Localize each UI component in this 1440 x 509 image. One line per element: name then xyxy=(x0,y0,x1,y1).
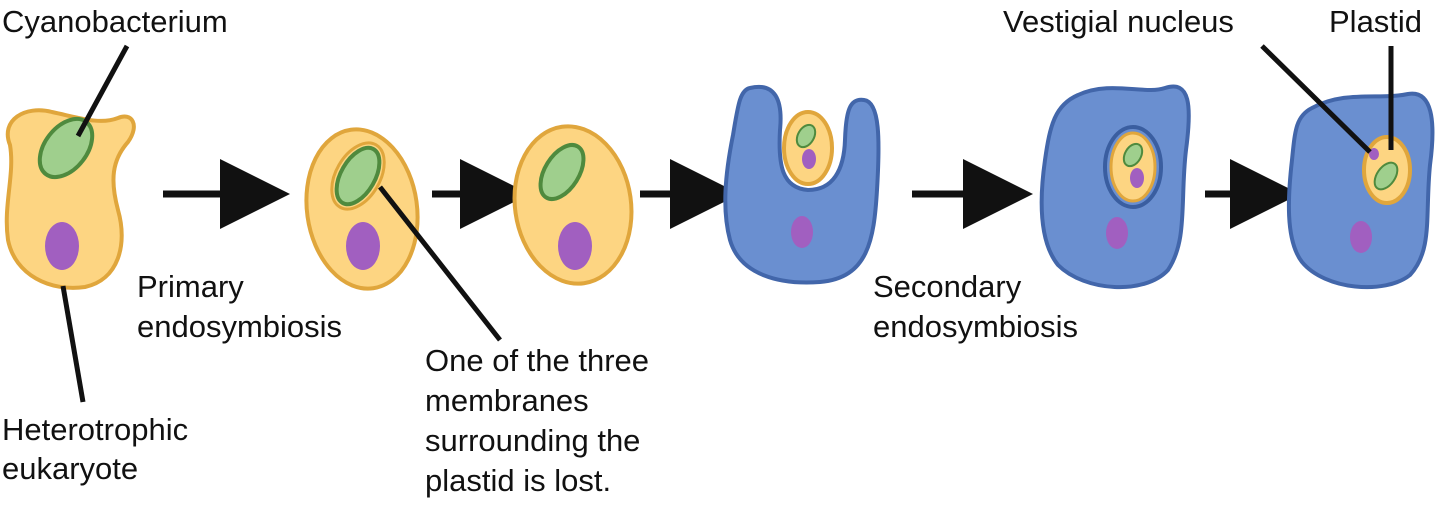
nucleus xyxy=(45,222,79,270)
label-heterotrophic-eukaryote-line1: Heterotrophic xyxy=(2,412,189,447)
host-nucleus xyxy=(1350,221,1372,253)
leader-membrane-note xyxy=(378,185,502,342)
label-membrane-note-line1: One of the three xyxy=(425,343,650,378)
label-vestigial-nucleus: Vestigial nucleus xyxy=(1003,4,1234,39)
label-secondary-endosymbiosis-line1: Secondary xyxy=(873,269,1022,304)
vestigial-nucleus-shape xyxy=(1369,148,1379,160)
plastid xyxy=(334,145,382,207)
plastid xyxy=(795,123,817,149)
label-cyanobacterium: Cyanobacterium xyxy=(2,4,228,39)
label-plastid: Plastid xyxy=(1329,4,1423,39)
nucleus xyxy=(558,222,592,270)
plastid xyxy=(538,143,586,201)
host-nucleus xyxy=(791,216,813,248)
heterotrophic-eukaryote-cell xyxy=(4,108,136,290)
engulfed-eukaryote xyxy=(1109,131,1157,203)
host-nucleus xyxy=(1106,217,1128,249)
label-membrane-note-line2: membranes xyxy=(425,383,589,418)
secondary-host-engulfing-cell xyxy=(723,84,881,285)
nucleus xyxy=(802,149,816,169)
leader-heterotrophic-eukaryote xyxy=(60,285,86,403)
engulfed-eukaryote xyxy=(782,110,834,186)
label-membrane-note-line4: plastid is lost. xyxy=(425,463,612,498)
label-primary-endosymbiosis-line1: Primary xyxy=(137,269,244,304)
primary-host-cell xyxy=(304,127,420,291)
secondary-endosymbiont-cell xyxy=(1039,84,1191,289)
plastid xyxy=(1122,142,1144,168)
final-secondary-cell xyxy=(1286,91,1435,290)
leader-vestigial-nucleus xyxy=(1260,44,1372,154)
label-primary-endosymbiosis-line2: endosymbiosis xyxy=(137,309,343,344)
plastid xyxy=(1373,161,1399,191)
leader-cyanobacterium xyxy=(75,44,130,138)
label-membrane-note-line3: surrounding the xyxy=(425,423,641,458)
label-secondary-endosymbiosis-line2: endosymbiosis xyxy=(873,309,1079,344)
nucleus xyxy=(346,222,380,270)
nucleus xyxy=(1130,168,1144,188)
photosynthetic-eukaryote-cell xyxy=(512,124,634,286)
label-heterotrophic-eukaryote-line2: eukaryote xyxy=(2,451,139,486)
